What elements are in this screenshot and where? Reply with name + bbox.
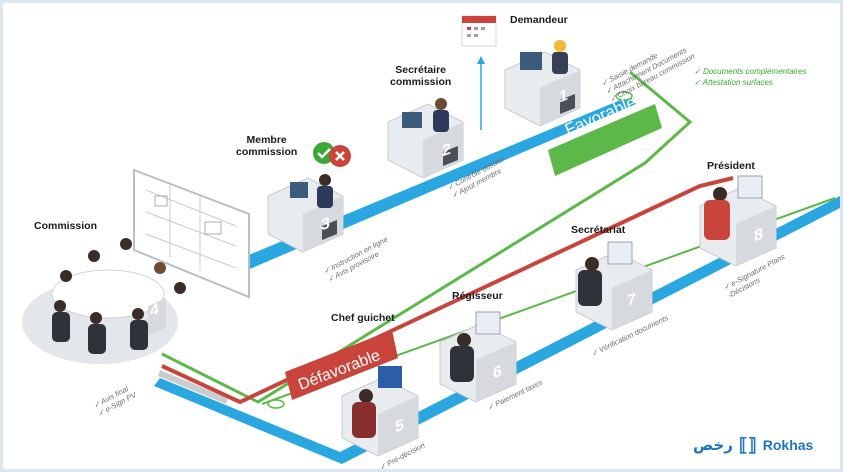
role-secretaire-commission: Secrétaire commission <box>390 64 452 88</box>
complementary-note-2: ✓ Attestation surfaces <box>694 78 773 87</box>
commission-table <box>22 238 186 364</box>
projection-screen <box>133 168 250 299</box>
role-commission: Commission <box>34 220 98 232</box>
role-regisseur: Régisseur <box>452 290 503 302</box>
red-path <box>161 176 734 405</box>
step-number-6: 6 <box>493 362 502 383</box>
workstation-2 <box>387 98 464 179</box>
logo-bracket-icon: ⟦⟧ <box>738 434 757 455</box>
step-number-7: 7 <box>627 290 636 311</box>
role-chef-guichet: Chef guichet <box>331 312 395 324</box>
favorable-banner <box>548 104 662 176</box>
logo-name: Rokhas <box>762 437 814 453</box>
role-president: Président <box>707 160 755 172</box>
workstation-3 <box>267 174 344 253</box>
step-number-5: 5 <box>395 416 404 437</box>
step-number-4: 4 <box>150 300 159 321</box>
role-secretariat: Secrétariat <box>571 224 626 236</box>
step-number-8: 8 <box>754 225 763 246</box>
workstation-1 <box>504 40 581 127</box>
defavorable-banner <box>285 330 398 400</box>
workstation-7 <box>575 241 653 331</box>
complementary-note-1: ✓ Documents complémentaires <box>694 67 807 76</box>
merge-marker-icon <box>267 91 633 409</box>
workstation-6 <box>439 311 517 403</box>
role-demandeur: Demandeur <box>510 14 568 26</box>
step-number-2: 2 <box>442 140 451 161</box>
complementary-notes: ✓ Documents complémentaires ✓ Attestatio… <box>694 66 807 88</box>
rokhas-logo: رخص ⟦⟧ Rokhas <box>693 434 813 456</box>
logo-arabic: رخص <box>693 436 733 454</box>
workstation-5 <box>341 366 419 457</box>
calendar-icon <box>461 15 497 130</box>
step-number-3: 3 <box>321 214 330 235</box>
check-cross-icon <box>313 142 351 167</box>
workstation-8 <box>699 175 777 267</box>
role-membre-commission: Membre commission <box>236 134 298 158</box>
green-path <box>161 70 693 404</box>
step-number-1: 1 <box>559 86 568 107</box>
grey-path <box>158 370 228 404</box>
